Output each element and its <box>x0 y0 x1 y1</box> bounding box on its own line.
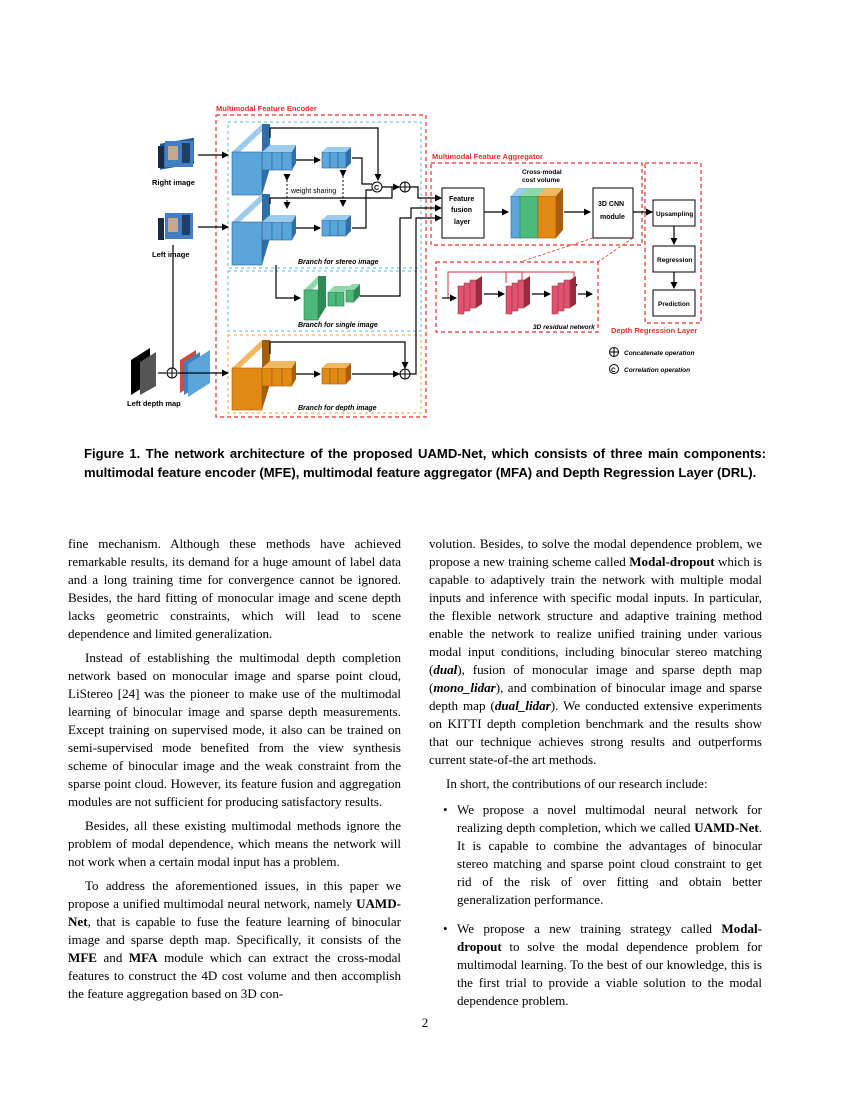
left-depth-map-thumbnail <box>131 348 210 397</box>
paragraph: volution. Besides, to solve the modal de… <box>429 536 762 767</box>
stereo-branch-region <box>227 121 422 269</box>
mfa-title: Multimodal Feature Aggregator <box>432 152 543 161</box>
branch-depth-label: Branch for depth image <box>298 405 377 412</box>
prediction-label: Prediction <box>658 301 690 308</box>
single-image-encoder <box>303 276 360 321</box>
cost-volume-blocks <box>510 188 563 239</box>
depth-encoder <box>231 340 351 411</box>
drl-title: Depth Regression Layer <box>611 326 697 335</box>
right-column: volution. Besides, to solve the modal de… <box>429 535 762 1021</box>
page-number: 2 <box>421 1015 429 1030</box>
corr-legend-label: Correlation operation <box>624 367 690 374</box>
cnn-module-box <box>592 187 634 239</box>
paragraph: Besides, all these existing multimodal m… <box>68 818 401 869</box>
bullet-icon: • <box>443 802 448 817</box>
left-image-label: Left image <box>152 250 190 259</box>
depth-branch-region <box>227 334 422 414</box>
corr-legend-icon <box>609 364 619 374</box>
contributions-list: •We propose a novel multimodal neural ne… <box>429 801 762 1010</box>
paragraph: To address the aforementioned issues, in… <box>68 878 401 1001</box>
cnn-label-2: module <box>600 214 625 221</box>
list-item: •We propose a novel multimodal neural ne… <box>443 802 762 907</box>
branch-stereo-label: Branch for stereo image <box>298 259 379 266</box>
prediction-box <box>652 289 696 317</box>
mfa-region <box>430 162 643 246</box>
fusion-label-1: Feature <box>449 196 474 203</box>
weight-sharing-label: weight sharing <box>290 188 336 195</box>
paragraph: In short, the contributions of our resea… <box>446 776 708 791</box>
residual-blocks <box>442 271 593 315</box>
fusion-label-3: layer <box>454 219 471 226</box>
residual-region <box>435 261 599 333</box>
cost-volume-label-1: Cross-modal <box>522 169 562 176</box>
mfe-title: Multimodal Feature Encoder <box>216 104 317 113</box>
single-branch-region <box>227 270 422 332</box>
left-image-thumbnail <box>158 213 193 240</box>
left-depth-map-label: Left depth map <box>127 399 181 408</box>
architecture-figure: Multimodal Feature Encoder Multimodal Fe… <box>127 104 702 418</box>
corr-legend-symbol: C <box>611 367 616 374</box>
bullet-icon: • <box>443 921 448 936</box>
left-column: fine mechanism. Although these methods h… <box>68 535 401 1009</box>
paragraph: Instead of establishing the multimodal d… <box>68 650 401 809</box>
upsampling-label: Upsampling <box>656 211 693 218</box>
regression-label: Regression <box>657 257 692 264</box>
drl-region <box>644 162 702 324</box>
cost-volume-label-2: cost volume <box>522 177 560 184</box>
stereo-encoder-right <box>231 124 351 196</box>
mfe-region <box>215 114 427 418</box>
figure-caption: Figure 1. The network architecture of th… <box>84 446 766 480</box>
right-image-thumbnail <box>158 137 194 170</box>
right-image-label: Right image <box>152 178 195 187</box>
paragraph: fine mechanism. Although these methods h… <box>68 536 401 641</box>
fusion-label-2: fusion <box>451 207 472 214</box>
correlation-node-symbol: C <box>374 185 379 192</box>
branch-single-label: Branch for single image <box>298 322 378 329</box>
list-item: •We propose a new training strategy call… <box>443 921 762 1008</box>
residual-label: 3D residual network <box>533 324 595 331</box>
cnn-label-1: 3D CNN <box>598 201 624 208</box>
feature-fusion-box <box>441 187 485 239</box>
concat-legend-label: Concatenate operation <box>624 350 694 357</box>
stereo-encoder-left <box>231 194 351 266</box>
regression-box <box>652 245 696 273</box>
